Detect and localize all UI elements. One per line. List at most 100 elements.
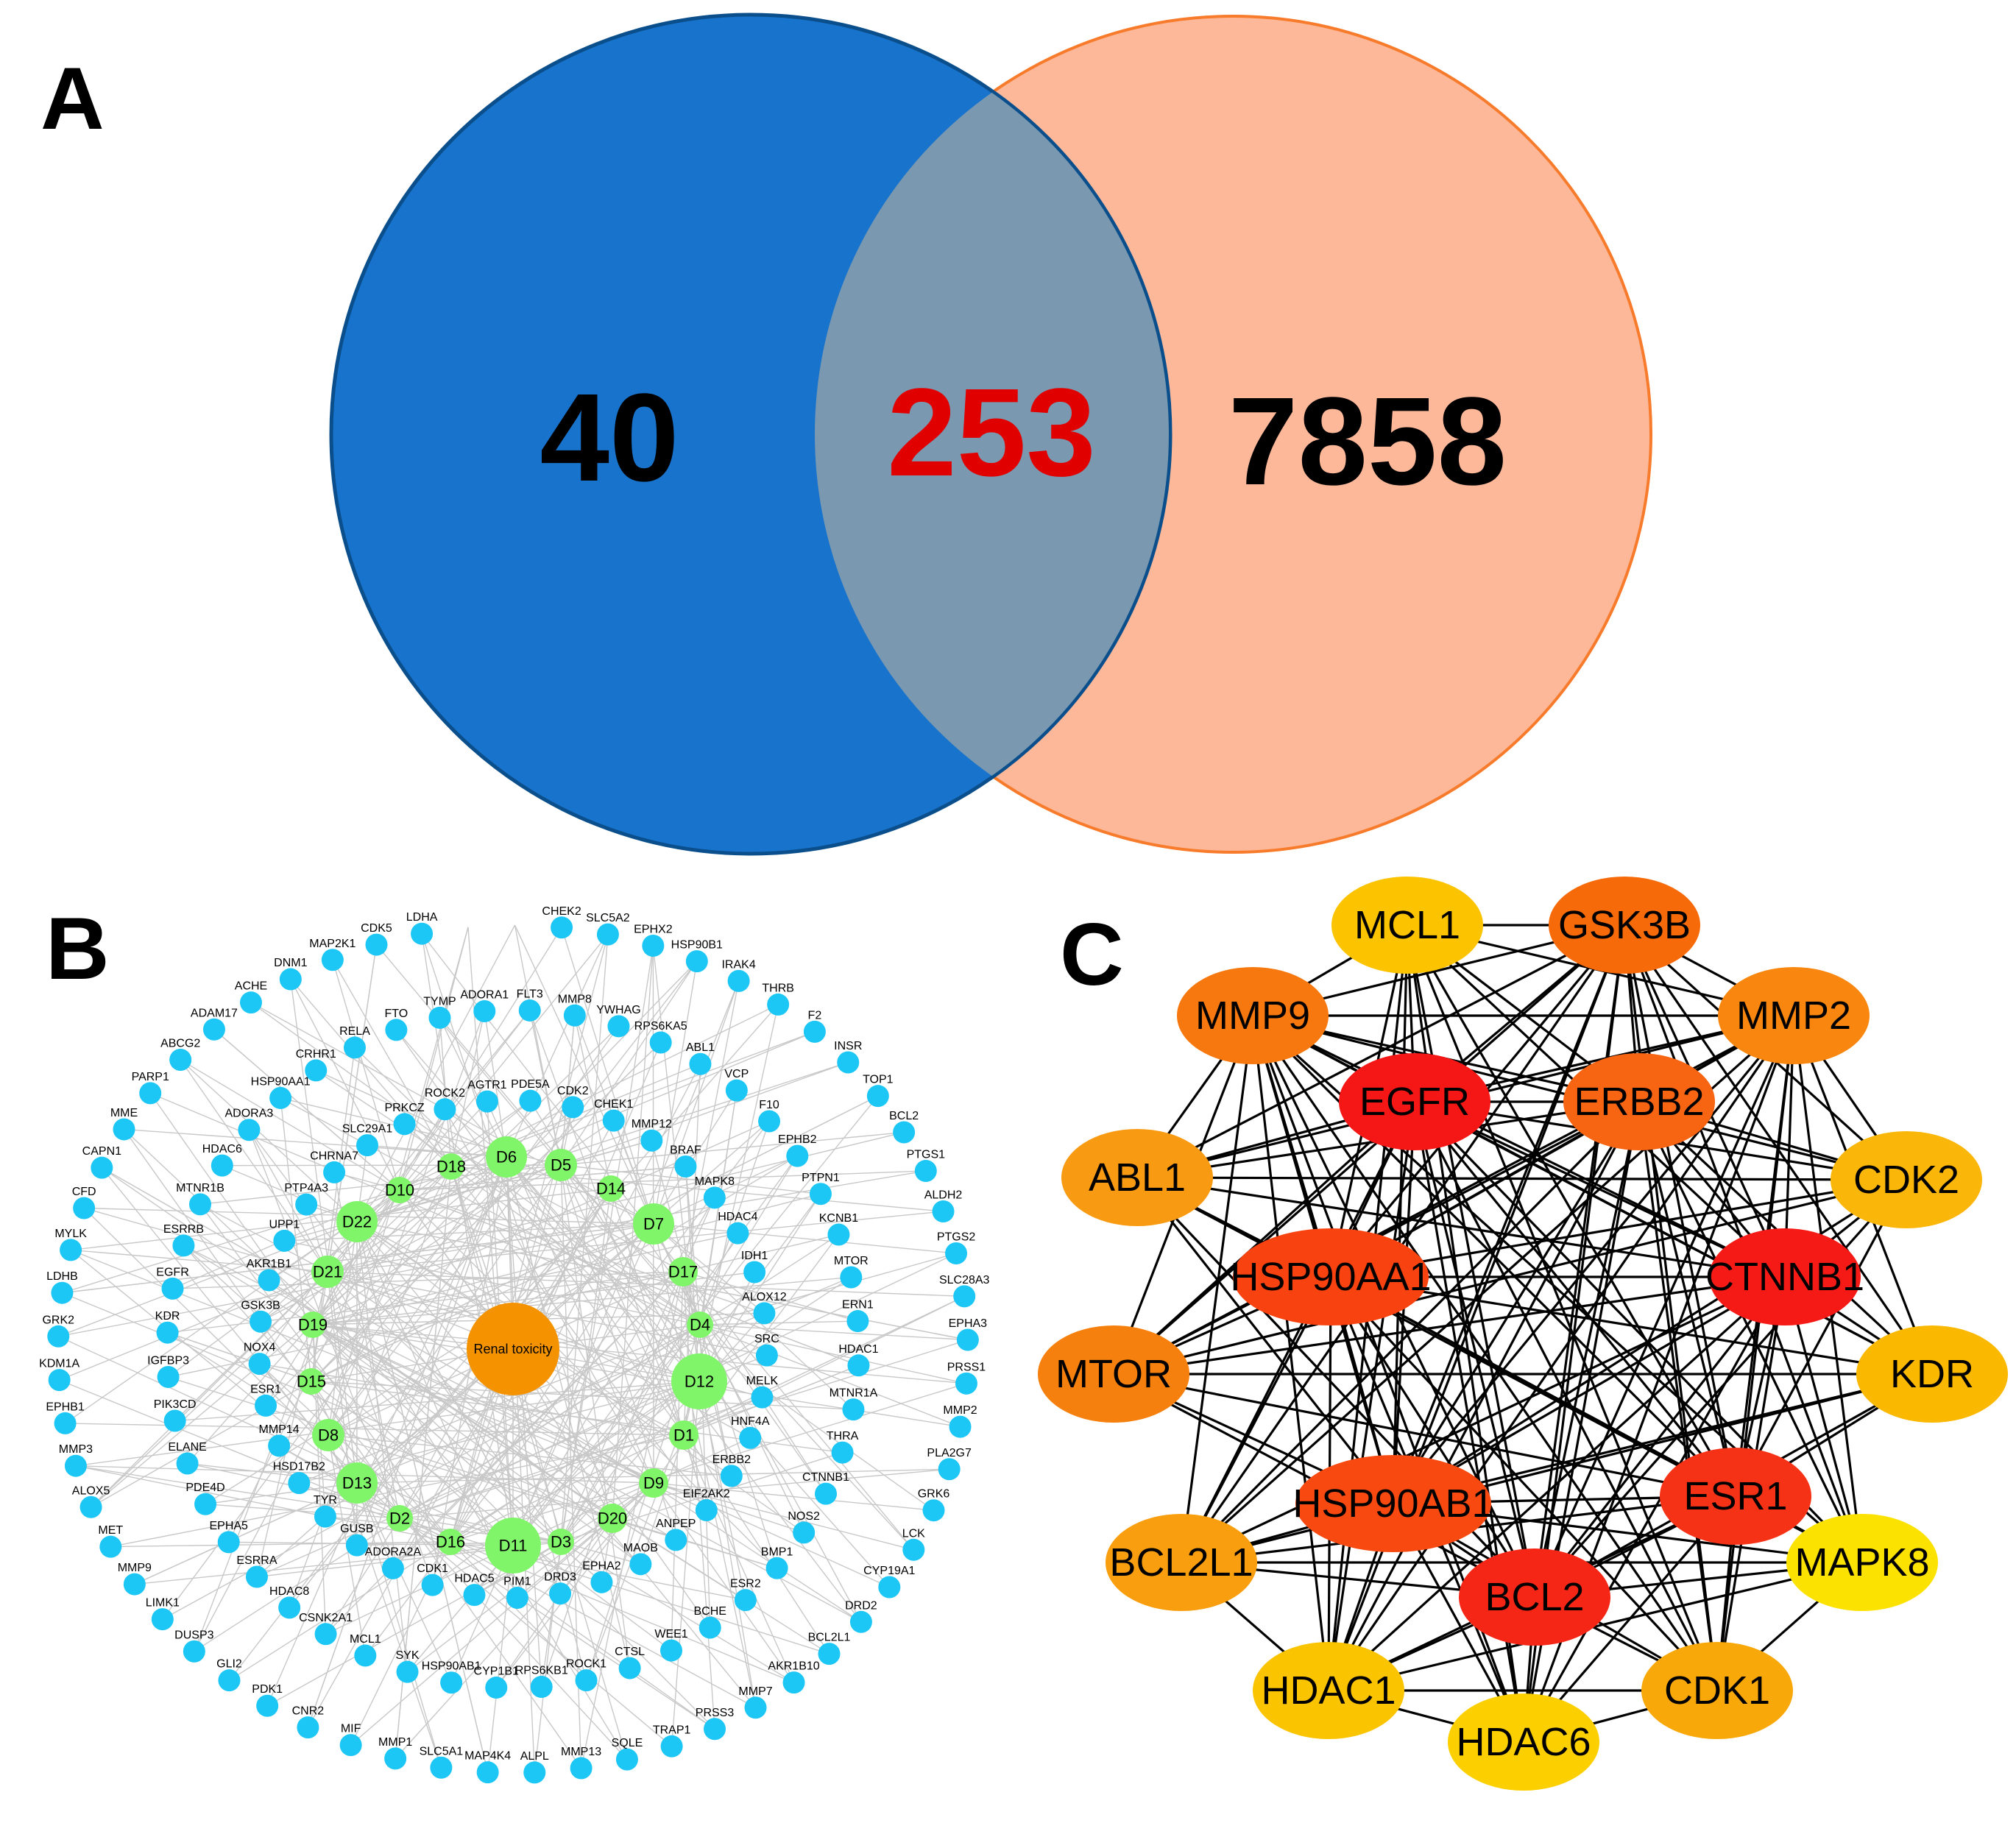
network-b-edge: [71, 1249, 328, 1272]
network-b-edge: [580, 1271, 684, 1769]
network-c-edge: [1136, 1176, 1907, 1181]
network-b-target-label: AGTR1: [467, 1079, 506, 1091]
network-b-target-label: RPS6KA5: [634, 1020, 687, 1033]
network-b-drug-label: D11: [499, 1537, 528, 1555]
network-b-target-label: EPHX2: [634, 924, 673, 936]
network-b-target-label: GUSB: [340, 1523, 373, 1535]
network-b-target-label: EPHA3: [949, 1317, 988, 1330]
network-b-drug-label: D1: [673, 1426, 694, 1445]
network-b-target-node: [91, 1156, 113, 1179]
network-c-edge: [1113, 1373, 1736, 1498]
network-b-target-label: IDH1: [741, 1250, 768, 1262]
network-b-target-node: [157, 1365, 180, 1388]
network-b-target-node: [932, 1200, 955, 1223]
network-c-edge: [1113, 1178, 1907, 1376]
network-b-edge: [325, 1545, 514, 1635]
network-b-drug-label: D10: [385, 1181, 414, 1200]
network-b-target-label: KCNB1: [819, 1212, 858, 1225]
network-c-node: [1106, 1514, 1257, 1611]
network-b-target-node: [607, 1015, 630, 1038]
network-b-target-label: YWHAG: [596, 1004, 640, 1016]
network-b-target-node: [753, 1302, 776, 1325]
network-c-edge: [1136, 924, 1625, 1179]
network-b-edge: [512, 980, 740, 1546]
network-b-edge: [62, 1223, 654, 1294]
network-c-edge: [1181, 1275, 1786, 1564]
network-c-edge: [1406, 924, 1719, 1691]
network-b-target-label: MTOR: [834, 1255, 869, 1267]
network-b-edge: [699, 1324, 968, 1341]
network-b-target-label: MAOB: [623, 1542, 658, 1554]
network-b-target-node: [258, 1269, 280, 1292]
network-b-target-node: [837, 1051, 860, 1074]
network-b-edge: [172, 1271, 684, 1289]
network-b-target-label: PRSS1: [947, 1361, 986, 1373]
network-b-target-node: [475, 1090, 498, 1113]
network-b-target-node: [476, 1761, 499, 1784]
network-b-target-node: [689, 1052, 712, 1075]
network-b-target-label: MMP9: [118, 1562, 152, 1574]
network-b-target-label: MYLK: [54, 1228, 87, 1240]
network-b-edge: [450, 1383, 967, 1543]
network-b-target-label: SRC: [754, 1333, 779, 1345]
network-b-target-label: CTNNB1: [802, 1471, 849, 1484]
network-b-target-label: ALPL: [520, 1750, 549, 1763]
network-b-drug-node: [312, 1419, 344, 1451]
network-b-target-label: PTGS2: [937, 1231, 976, 1244]
network-b-target-node: [767, 993, 790, 1016]
network-b-edge: [311, 944, 378, 1382]
network-b-edge: [699, 1320, 858, 1325]
network-b-edge: [290, 979, 358, 1484]
network-b-edge: [101, 1167, 613, 1519]
network-b-target-label: GSK3B: [241, 1299, 280, 1312]
network-b-edge: [395, 1030, 685, 1436]
network-b-target-label: SLC5A1: [420, 1745, 464, 1757]
network-b-edge: [75, 1381, 700, 1467]
network-b-target-node: [321, 949, 344, 971]
network-b-drug-node: [671, 1353, 727, 1409]
network-b-target-node: [945, 1242, 968, 1265]
network-b-target-label: CRHR1: [296, 1048, 336, 1061]
network-b-edge: [70, 1249, 358, 1484]
network-b-target-label: PTPN1: [802, 1172, 840, 1184]
network-b-edge: [375, 944, 562, 1166]
network-c-node: [1038, 1325, 1189, 1423]
network-b-target-node: [217, 1531, 240, 1554]
network-b-target-node: [428, 1006, 451, 1029]
network-b-target-label: CDK2: [557, 1085, 589, 1097]
network-b-edge: [682, 1271, 757, 1708]
network-c-edge: [1136, 1177, 1395, 1504]
network-b-target-label: ROCK2: [425, 1087, 465, 1100]
network-b-target-label: EGFR: [156, 1266, 188, 1278]
network-b-target-label: WEE1: [654, 1628, 687, 1640]
network-b-target-node: [739, 1426, 762, 1449]
network-b-center-label: Renal toxicity: [473, 1342, 552, 1356]
network-b-edge: [450, 1166, 944, 1212]
network-b-target-node: [156, 1321, 179, 1344]
network-b-target-node: [245, 1565, 268, 1588]
network-b-target-node: [809, 1183, 832, 1206]
network-b-target-label: ADAM17: [191, 1007, 238, 1019]
network-b-edge: [506, 960, 698, 1158]
network-b-target-node: [384, 1747, 407, 1770]
network-b-target-node: [64, 1454, 87, 1477]
network-b-target-label: PDK1: [252, 1683, 283, 1696]
network-b-target-label: ERBB2: [712, 1454, 751, 1466]
network-b-target-node: [949, 1415, 972, 1438]
network-b-target-label: MMP8: [558, 993, 592, 1005]
network-b-edge: [399, 1189, 765, 1314]
network-b-target-label: PIK3CD: [154, 1398, 197, 1411]
network-b-target-label: CTSL: [615, 1646, 645, 1658]
network-b-edge: [484, 1010, 507, 1158]
network-b-drug-node: [386, 1177, 413, 1203]
network-c-edge: [1136, 1176, 1786, 1278]
network-b-edge: [213, 1029, 400, 1191]
network-b-target-node: [188, 1193, 211, 1216]
network-b-target-label: EIF2AK2: [683, 1488, 730, 1501]
network-b-edge: [356, 1221, 757, 1708]
network-b-target-node: [172, 1234, 195, 1257]
network-b-edge: [399, 1518, 673, 1747]
network-b-edge: [683, 1295, 965, 1436]
network-b-target-label: DNM1: [274, 957, 307, 969]
